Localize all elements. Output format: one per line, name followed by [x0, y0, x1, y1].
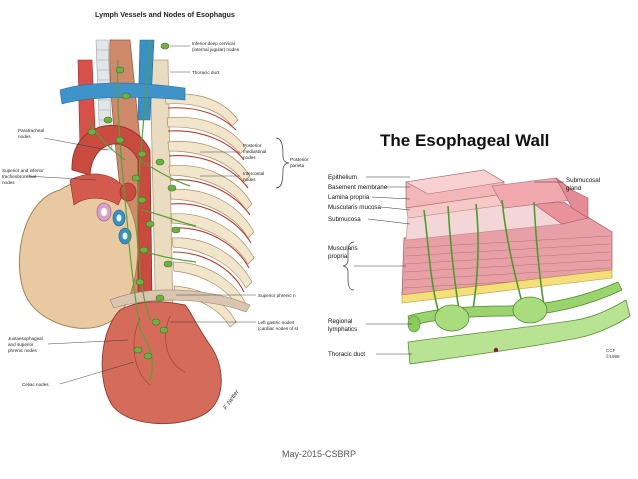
label-muscularis-propria-1: Muscularis [328, 245, 358, 252]
label-posterior-parietal-1: Posterior [290, 157, 309, 162]
diaphragm [109, 289, 251, 313]
label-internal-jugular: (internal jugular) nodes [192, 47, 240, 52]
label-paratracheal-2: nodes [18, 134, 31, 139]
label-sup-inf-3: nodes [2, 180, 15, 185]
esophageal-wall-diagram: The Esophageal Wall [326, 120, 632, 382]
left-labels: Inferior deep cervical (internal jugular… [2, 41, 309, 387]
label-intercostal-2: nodes [243, 177, 256, 182]
label-lamina-propria: Lamina propria [328, 194, 370, 201]
ccf-credit: CCF ©1999 [606, 348, 620, 359]
lymph-vessels-drawing: Lymph Vessels and Nodes of Esophagus [2, 10, 309, 425]
lymphatic-channels [423, 199, 545, 317]
muscle-fibers [403, 235, 611, 289]
label-inferior-deep-cervical: Inferior deep cervical [192, 41, 235, 46]
label-juxta-2: and superior [8, 342, 34, 347]
label-posterior-mediastinal-3: nodes [243, 155, 256, 160]
label-celiac: Celiac nodes [22, 382, 49, 387]
label-superior-phrenic: Superior phrenic n [258, 293, 296, 298]
label-juxta-3: phrenic nodes [8, 348, 38, 353]
label-basement-membrane: Basement membrane [328, 184, 388, 191]
label-sup-inf-2: tracheobronchial [2, 174, 36, 179]
adventitia-layer [401, 269, 613, 304]
label-thoracic-duct-left: Thoracic duct [192, 70, 220, 75]
right-leader-lines [354, 176, 564, 355]
ccf-text: CCF [606, 348, 616, 353]
label-intercostal-1: Intercostal [243, 171, 264, 176]
right-figure-title: The Esophageal Wall [380, 131, 549, 150]
label-posterior-mediastinal-1: Posterior [243, 143, 262, 148]
right-labels: Epithelium Basement membrane Lamina prop… [328, 174, 600, 358]
lymph-vessels-illustration: Lymph Vessels and Nodes of Esophagus [0, 0, 310, 430]
label-epithelium: Epithelium [328, 174, 357, 181]
stomach [101, 301, 222, 425]
esophageal-wall-drawing: The Esophageal Wall [326, 120, 632, 382]
leader-lines [25, 45, 256, 385]
label-submucosal-gland-1: Submucosal [566, 177, 600, 184]
ccf-year: ©1999 [606, 353, 620, 359]
regional-lymphatics-drawing [407, 281, 623, 333]
label-regional-lymphatics-1: Regional [328, 318, 352, 325]
label-juxta-1: Juxtaesophageal [8, 336, 43, 341]
label-left-gastric-2: (cardiac nodes of st [258, 326, 299, 331]
lymph-nodes [87, 42, 181, 360]
label-sup-inf-1: Superior and inferior [2, 168, 44, 173]
duct-valve-dot [493, 347, 499, 353]
muscularis-propria-brace [342, 241, 355, 291]
label-thoracic-duct-right: Thoracic duct [328, 351, 365, 358]
posterior-parietal-brace [275, 137, 290, 189]
label-regional-lymphatics-2: lymphatics [328, 326, 357, 333]
label-paratracheal: Paratracheal [18, 128, 44, 133]
intercostal-vessels [167, 107, 252, 293]
label-left-gastric-1: Left gastric nodes [258, 320, 295, 325]
label-muscularis-mucosa: Muscularis mucosa [328, 204, 382, 211]
left-figure-title: Lymph Vessels and Nodes of Esophagus [95, 10, 235, 19]
brachiocephalic-vein [59, 82, 186, 105]
label-submucosa: Submucosa [328, 216, 361, 223]
label-submucosal-gland-2: gland [566, 185, 582, 192]
label-muscularis-propria-2: propria [328, 253, 348, 260]
slide-footer: May-2015-CSBRP [281, 449, 357, 459]
label-posterior-mediastinal-2: mediastinal [243, 149, 266, 154]
netter-signature: F. Netter [223, 388, 241, 411]
label-posterior-parietal-2: parieta [290, 163, 304, 168]
